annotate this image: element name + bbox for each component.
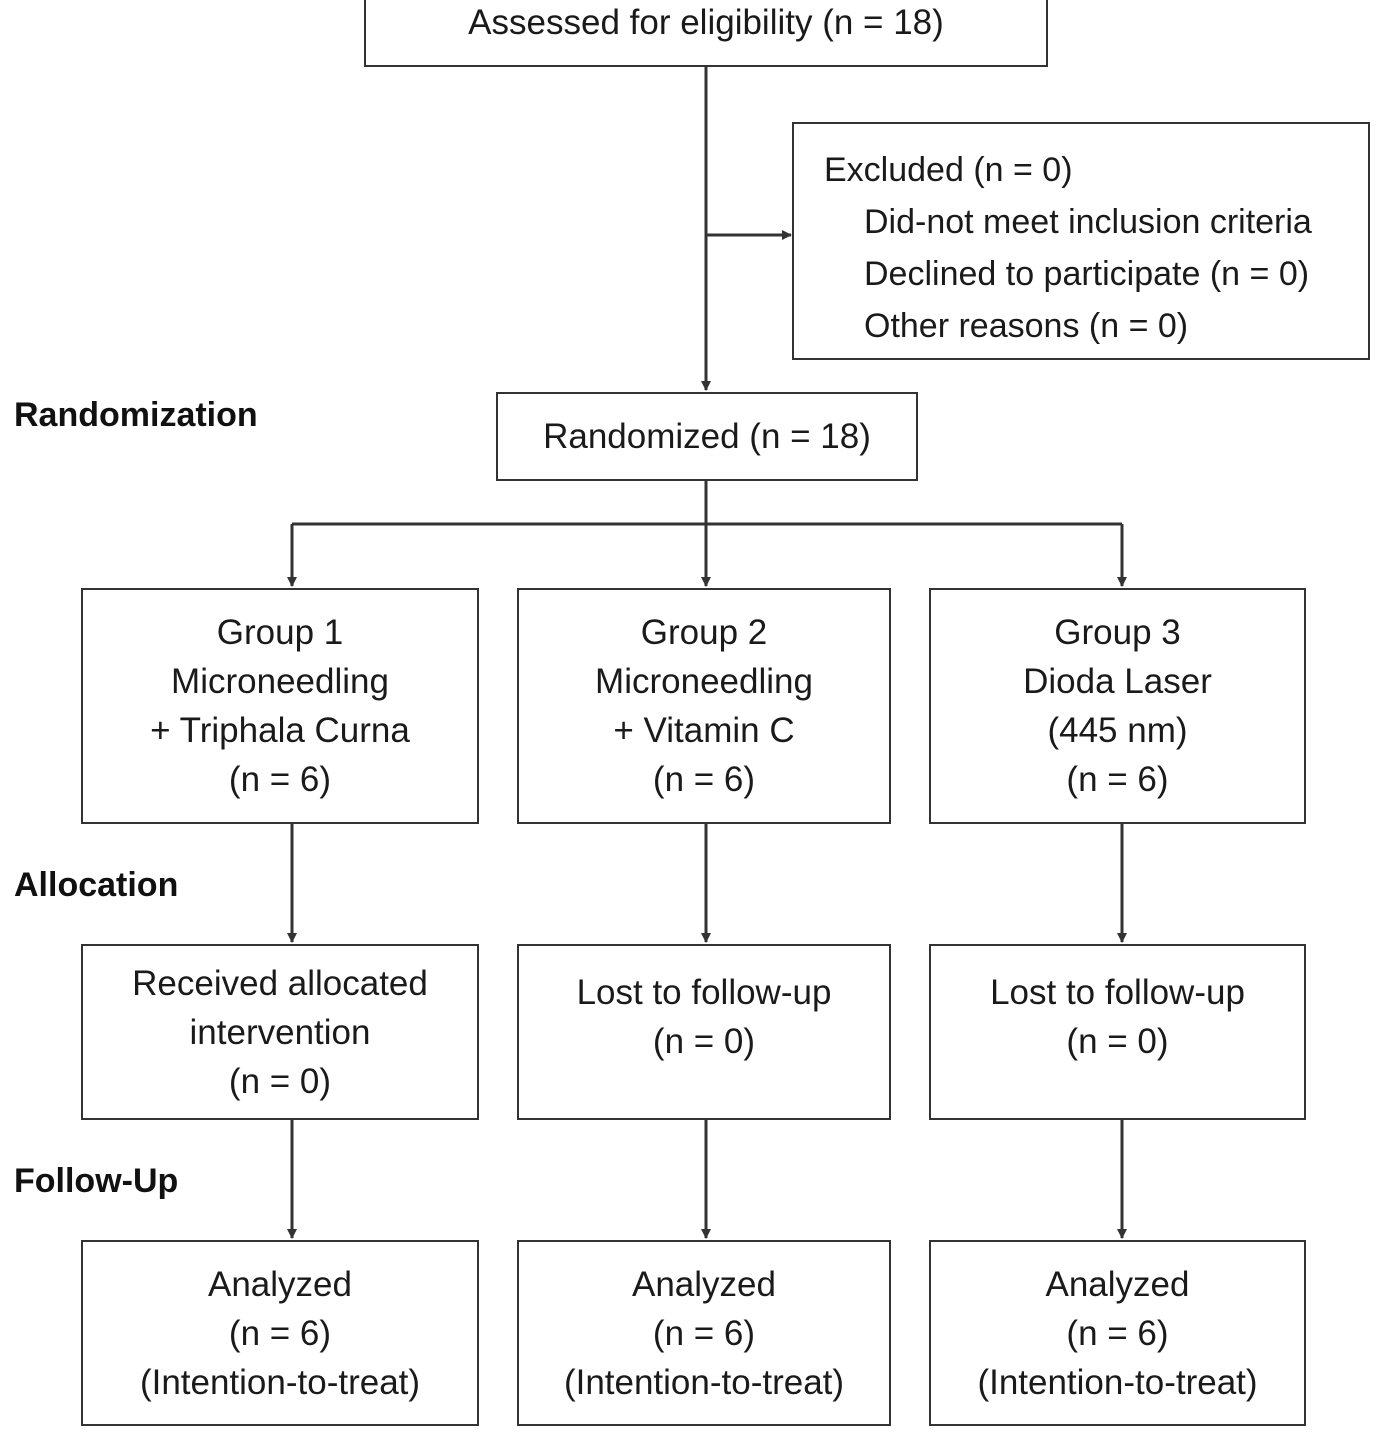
analysis-line: (n = 6) — [1066, 1313, 1169, 1353]
group-line: Group 3 — [1054, 613, 1181, 652]
group-line: (n = 6) — [1066, 760, 1169, 799]
analysis-line: (n = 6) — [228, 1313, 332, 1353]
randomized-box: Randomized (n = 18) — [496, 392, 918, 481]
analysis-line: (Intention-to-treat) — [139, 1362, 421, 1402]
group-line: Group 1 — [216, 613, 344, 652]
stage-label-allocation: Allocation — [14, 866, 179, 904]
group-1-box: Group 1 Microneedling + Triphala Curna (… — [81, 588, 479, 824]
analysis-2-box: Analyzed (n = 6) (Intention-to-treat) — [517, 1240, 891, 1426]
excluded-reason: Did-not meet inclusion criteria — [864, 203, 1312, 241]
analysis-line: Analyzed — [1045, 1264, 1190, 1304]
analysis-line: Analyzed — [632, 1264, 776, 1304]
allocation-line: Received allocated — [132, 963, 428, 1003]
group-line: (445 nm) — [1047, 711, 1188, 750]
excluded-title: Excluded (n = 0) — [824, 151, 1073, 189]
group-line: (n = 6) — [652, 760, 756, 799]
assessed-text: Assessed for eligibility (n = 18) — [468, 3, 944, 42]
excluded-reason: Declined to participate (n = 0) — [864, 255, 1310, 293]
allocation-outcome-1-box: Received allocated intervention (n = 0) — [81, 944, 479, 1120]
analysis-line: (Intention-to-treat) — [563, 1362, 845, 1402]
analysis-line: (Intention-to-treat) — [977, 1362, 1258, 1402]
group-line: Dioda Laser — [1023, 662, 1212, 701]
allocation-line: intervention — [189, 1012, 371, 1052]
group-line: + Vitamin C — [613, 711, 795, 750]
allocation-line: (n = 0) — [228, 1061, 332, 1101]
analysis-line: Analyzed — [208, 1264, 352, 1304]
assessed-box: Assessed for eligibility (n = 18) — [364, 0, 1048, 67]
stage-label-randomization: Randomization — [14, 396, 258, 434]
group-line: Microneedling — [595, 662, 813, 701]
allocation-outcome-3-box: Lost to follow-up (n = 0) — [929, 944, 1306, 1120]
analysis-3-box: Analyzed (n = 6) (Intention-to-treat) — [929, 1240, 1306, 1426]
allocation-line: (n = 0) — [652, 1022, 756, 1061]
analysis-line: (n = 6) — [652, 1313, 756, 1353]
group-line: (n = 6) — [228, 760, 332, 799]
group-2-box: Group 2 Microneedling + Vitamin C (n = 6… — [517, 588, 891, 824]
allocation-line: (n = 0) — [1066, 1022, 1169, 1061]
group-3-box: Group 3 Dioda Laser (445 nm) (n = 6) — [929, 588, 1306, 824]
randomized-text: Randomized (n = 18) — [543, 417, 871, 456]
group-line: Group 2 — [640, 613, 768, 652]
excluded-box: Excluded (n = 0) Did-not meet inclusion … — [792, 122, 1370, 360]
stage-label-follow-up: Follow-Up — [14, 1162, 179, 1200]
allocation-line: Lost to follow-up — [990, 973, 1245, 1012]
group-line: + Triphala Curna — [150, 711, 410, 750]
group-line: Microneedling — [171, 662, 389, 701]
excluded-reason: Other reasons (n = 0) — [864, 307, 1189, 345]
allocation-outcome-2-box: Lost to follow-up (n = 0) — [517, 944, 891, 1120]
analysis-1-box: Analyzed (n = 6) (Intention-to-treat) — [81, 1240, 479, 1426]
allocation-line: Lost to follow-up — [576, 973, 832, 1012]
